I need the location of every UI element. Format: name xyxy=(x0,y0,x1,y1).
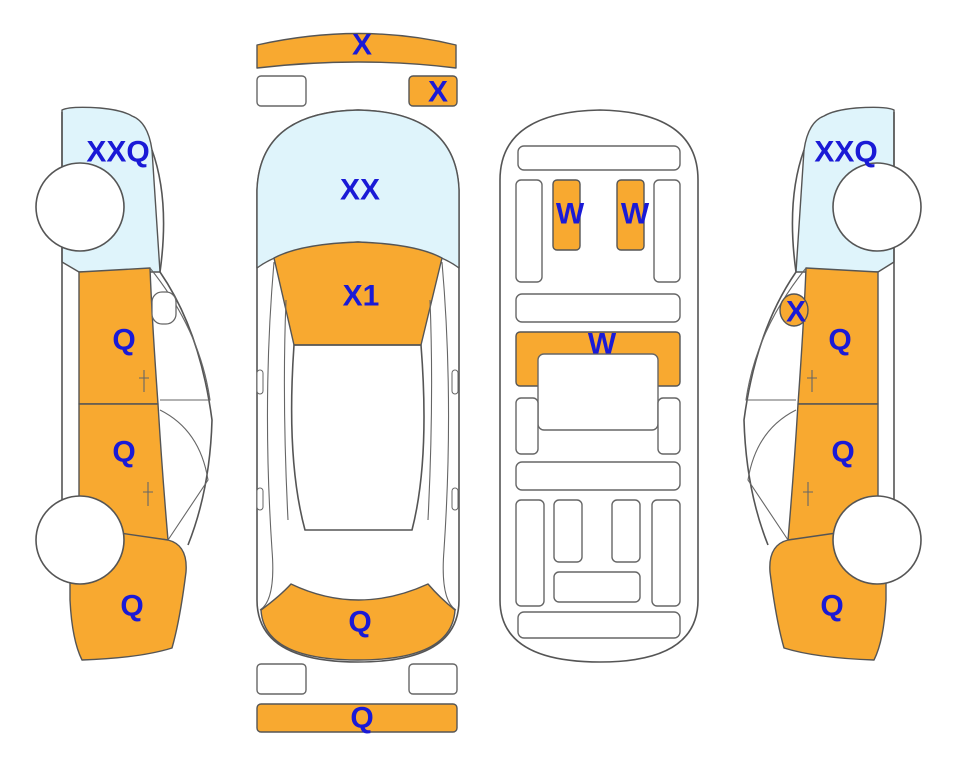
left-front-door-label: Q xyxy=(112,324,135,357)
interior-rear-center xyxy=(553,571,641,603)
right-mirror-label: X xyxy=(786,296,806,329)
right-rear-wheel xyxy=(832,495,922,585)
left-rear-quarter-label: Q xyxy=(120,590,143,623)
left-front-wheel xyxy=(35,162,125,252)
left-glass-label: XXQ xyxy=(86,136,149,169)
interior-view: W W W xyxy=(499,109,699,663)
left-rear-mirror-top xyxy=(256,487,264,511)
right-door-handle-front xyxy=(807,370,817,392)
windshield-label: XX xyxy=(340,174,380,207)
left-rear-wheel xyxy=(35,495,125,585)
left-window-line xyxy=(149,267,211,401)
interior-left-strip xyxy=(515,179,543,283)
interior-floor-label: W xyxy=(588,328,617,361)
left-mirror xyxy=(151,291,177,325)
right-front-wheel xyxy=(832,162,922,252)
interior-trunk-bar xyxy=(517,611,681,639)
right-door-handle-rear xyxy=(803,482,813,506)
trunk-label: Q xyxy=(348,606,371,639)
right-rear-door-label: Q xyxy=(831,436,854,469)
left-rear-door-label: Q xyxy=(112,436,135,469)
right-rear-quarter-label: Q xyxy=(820,590,843,623)
interior-dash xyxy=(517,145,681,171)
interior-outline xyxy=(499,109,699,663)
left-mirror-top xyxy=(256,369,264,395)
trunk-panel[interactable] xyxy=(260,583,456,661)
interior-seat-right-label: W xyxy=(621,198,650,231)
right-glass-label: XXQ xyxy=(814,136,877,169)
right-mirror-top xyxy=(451,369,459,395)
front-bumper-label: X xyxy=(352,29,372,62)
interior-front-seat-left[interactable] xyxy=(552,179,581,251)
right-rear-mirror-top xyxy=(451,487,459,511)
left-door-handle-rear xyxy=(143,482,153,506)
cabin-inner-lines xyxy=(283,299,433,521)
interior-rear-strip-4 xyxy=(651,499,681,607)
hood-panel[interactable] xyxy=(273,241,443,346)
interior-right-strip xyxy=(653,179,681,283)
interior-mid-left xyxy=(515,397,539,455)
roof-outline xyxy=(290,344,425,531)
right-mirror[interactable] xyxy=(779,293,809,327)
right-door-seam xyxy=(747,409,797,541)
interior-rear-strip-1 xyxy=(515,499,545,607)
interior-mid-right xyxy=(657,397,681,455)
left-side-view: XXQ Q Q Q xyxy=(35,106,213,661)
rear-right-small-panel[interactable] xyxy=(408,663,458,695)
interior-rear-strip-2 xyxy=(553,499,583,563)
front-bumper-top[interactable] xyxy=(256,32,457,69)
front-right-small-panel[interactable] xyxy=(408,75,458,107)
hood-label: X1 xyxy=(343,280,380,313)
left-door-handle-front xyxy=(139,370,149,392)
interior-rear-bar xyxy=(515,461,681,491)
interior-rear-strip-3 xyxy=(611,499,641,563)
rear-bumper-panel[interactable] xyxy=(256,703,458,733)
front-left-small-panel[interactable] xyxy=(256,75,307,107)
right-front-door-label: Q xyxy=(828,324,851,357)
right-side-view: XXQ X Q Q Q xyxy=(743,106,922,661)
interior-floor-inner xyxy=(537,353,659,431)
rear-left-small-panel[interactable] xyxy=(256,663,307,695)
front-right-small-label: X xyxy=(428,76,448,109)
rear-bumper-label: Q xyxy=(350,702,373,735)
cabin-side-lines xyxy=(259,261,457,611)
top-view: X X XX X1 Q Q xyxy=(256,29,460,735)
interior-front-seat-right[interactable] xyxy=(616,179,645,251)
right-window-line xyxy=(745,267,807,401)
left-door-seam xyxy=(159,409,209,541)
interior-seat-left-label: W xyxy=(556,198,585,231)
interior-console xyxy=(515,293,681,323)
